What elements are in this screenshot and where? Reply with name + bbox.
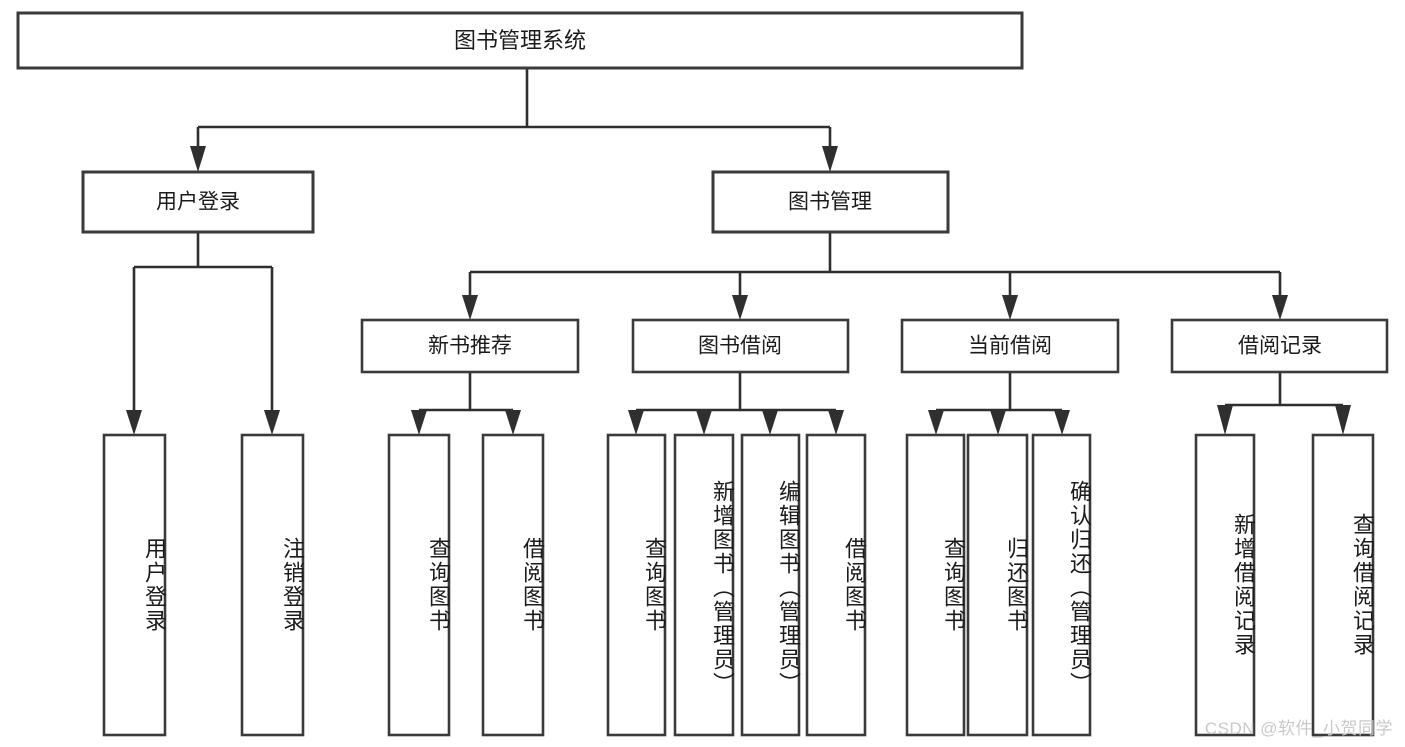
node-borrow-records-box (1170, 318, 1389, 374)
node-new-book-recommend-label: 新书推荐 (428, 335, 512, 358)
node-book-management[interactable]: 图书管理 (711, 170, 950, 234)
leaf-box[interactable] (606, 433, 667, 737)
node-new-book-recommend-box (360, 318, 580, 374)
arrow-head-icon (411, 410, 427, 435)
arrow-head-icon (822, 146, 838, 172)
arrow-head-icon (628, 410, 644, 435)
leaf-box[interactable] (387, 433, 451, 737)
arrow-head-icon (1002, 295, 1018, 320)
arrow-head-icon (264, 410, 280, 435)
arrow-head-icon (462, 295, 478, 320)
leaf-box[interactable] (905, 433, 966, 737)
arrow-head-icon (505, 410, 521, 435)
node-book-borrow-box (631, 318, 850, 374)
leaf-box[interactable] (240, 433, 305, 737)
node-user-login-label: 用户登录 (156, 191, 240, 214)
node-root-label: 图书管理系统 (454, 28, 586, 53)
leaf-box[interactable] (966, 433, 1029, 737)
node-user-login-box (81, 170, 315, 234)
connectors-records-to-leaves (1217, 372, 1351, 435)
leaf-box[interactable] (481, 433, 545, 737)
leaf-box[interactable] (1311, 433, 1375, 737)
node-root[interactable]: 图书管理系统 (16, 11, 1024, 70)
leaf-box[interactable] (740, 433, 801, 737)
node-new-book-recommend[interactable]: 新书推荐 (360, 318, 580, 374)
arrow-head-icon (762, 410, 778, 435)
arrow-head-icon (126, 410, 142, 435)
leaf-boxes (102, 433, 1375, 737)
node-current-borrow[interactable]: 当前借阅 (900, 318, 1120, 374)
arrow-head-icon (696, 410, 712, 435)
arrow-head-icon (990, 410, 1006, 435)
connectors-borrow-to-leaves (628, 372, 844, 435)
arrow-head-icon (732, 295, 748, 320)
node-borrow-records[interactable]: 借阅记录 (1170, 318, 1389, 374)
node-book-management-label: 图书管理 (788, 191, 872, 214)
leaf-box[interactable] (1194, 433, 1256, 737)
arrow-head-icon (1217, 405, 1233, 435)
connectors-current-to-leaves (928, 372, 1070, 435)
node-root-box (16, 11, 1024, 70)
arrow-head-icon (828, 410, 844, 435)
connectors-userlogin-to-leaves (126, 232, 280, 435)
node-book-borrow-label: 图书借阅 (698, 335, 782, 358)
leaf-box[interactable] (673, 433, 735, 737)
connectors-newbook-to-leaves (411, 372, 521, 435)
arrow-head-icon (928, 410, 944, 435)
node-book-management-box (711, 170, 950, 234)
leaf-box[interactable] (102, 433, 167, 737)
leaf-box[interactable] (805, 433, 867, 737)
node-borrow-records-label: 借阅记录 (1238, 335, 1322, 358)
connectors-root-to-level2 (190, 68, 838, 172)
arrow-head-icon (1054, 410, 1070, 435)
arrow-head-icon (1272, 295, 1288, 320)
leaf-box[interactable] (1031, 433, 1092, 737)
node-current-borrow-box (900, 318, 1120, 374)
csdn-watermark: CSDN @软件_小贺同学 (1204, 719, 1393, 738)
connectors-bookmgmt-to-level3 (462, 232, 1288, 320)
node-current-borrow-label: 当前借阅 (968, 335, 1052, 358)
arrow-head-icon (1335, 405, 1351, 435)
node-book-borrow[interactable]: 图书借阅 (631, 318, 850, 374)
node-user-login[interactable]: 用户登录 (81, 170, 315, 234)
arrow-head-icon (190, 146, 206, 172)
